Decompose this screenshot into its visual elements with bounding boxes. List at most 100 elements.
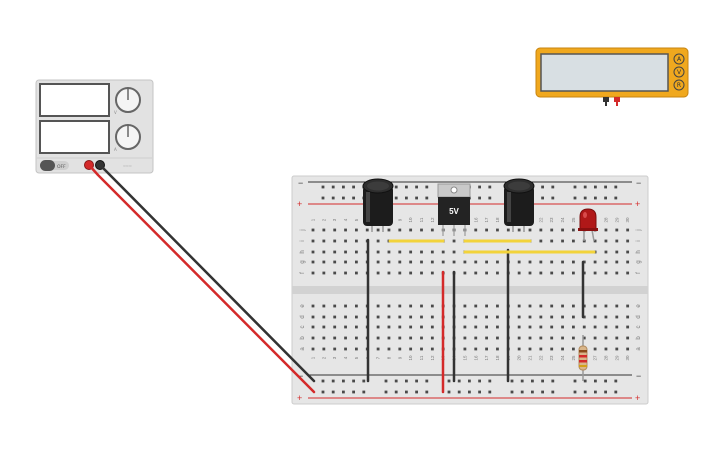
breadboard-hole[interactable] xyxy=(409,325,413,329)
breadboard-hole[interactable] xyxy=(398,325,402,329)
breadboard-hole[interactable] xyxy=(488,185,492,189)
breadboard-hole[interactable] xyxy=(531,379,534,383)
breadboard-hole[interactable] xyxy=(355,228,358,232)
breadboard-hole[interactable] xyxy=(539,239,543,243)
breadboard-hole[interactable] xyxy=(415,196,418,200)
breadboard-hole[interactable] xyxy=(528,260,532,264)
breadboard-hole[interactable] xyxy=(344,250,347,254)
multimeter[interactable]: A V R xyxy=(535,47,689,106)
breadboard-hole[interactable] xyxy=(583,185,587,189)
breadboard-hole[interactable] xyxy=(604,336,608,340)
breadboard-hole[interactable] xyxy=(333,325,337,329)
breadboard-hole[interactable] xyxy=(593,336,597,340)
breadboard-hole[interactable] xyxy=(322,315,326,319)
breadboard-hole[interactable] xyxy=(452,239,456,243)
breadboard-hole[interactable] xyxy=(365,228,369,232)
breadboard-hole[interactable] xyxy=(528,325,532,329)
breadboard-hole[interactable] xyxy=(430,336,434,340)
breadboard-hole[interactable] xyxy=(488,196,492,200)
breadboard-hole[interactable] xyxy=(604,185,607,189)
breadboard-hole[interactable] xyxy=(539,347,543,351)
breadboard-hole[interactable] xyxy=(604,271,608,275)
breadboard-hole[interactable] xyxy=(572,336,575,340)
breadboard-hole[interactable] xyxy=(561,228,564,232)
breadboard-hole[interactable] xyxy=(528,228,532,232)
breadboard-hole[interactable] xyxy=(550,260,554,264)
breadboard-hole[interactable] xyxy=(474,304,478,308)
breadboard-hole[interactable] xyxy=(517,336,521,340)
breadboard-hole[interactable] xyxy=(593,239,597,243)
breadboard-hole[interactable] xyxy=(311,325,315,329)
breadboard-hole[interactable] xyxy=(463,347,467,351)
breadboard-hole[interactable] xyxy=(506,228,510,232)
breadboard-hole[interactable] xyxy=(572,271,575,275)
breadboard-hole[interactable] xyxy=(322,336,326,340)
breadboard-hole[interactable] xyxy=(430,347,434,351)
breadboard-hole[interactable] xyxy=(615,239,619,243)
breadboard-hole[interactable] xyxy=(322,347,326,351)
breadboard-hole[interactable] xyxy=(387,304,391,308)
breadboard-hole[interactable] xyxy=(517,271,521,275)
breadboard-hole[interactable] xyxy=(572,260,575,264)
breadboard-hole[interactable] xyxy=(376,260,380,264)
voltage-regulator[interactable]: 5V xyxy=(437,183,471,236)
breadboard-hole[interactable] xyxy=(344,260,347,264)
breadboard-hole[interactable] xyxy=(420,228,423,232)
capacitor-2[interactable] xyxy=(503,178,535,232)
breadboard-hole[interactable] xyxy=(387,325,391,329)
breadboard-hole[interactable] xyxy=(342,379,345,383)
breadboard-hole[interactable] xyxy=(520,379,524,383)
breadboard-hole[interactable] xyxy=(447,390,451,394)
breadboard-hole[interactable] xyxy=(333,336,337,340)
breadboard-hole[interactable] xyxy=(352,390,355,394)
breadboard-hole[interactable] xyxy=(344,239,347,243)
breadboard-hole[interactable] xyxy=(398,271,402,275)
breadboard-hole[interactable] xyxy=(615,325,619,329)
breadboard-hole[interactable] xyxy=(488,379,492,383)
breadboard-hole[interactable] xyxy=(594,196,597,200)
breadboard-hole[interactable] xyxy=(420,250,423,254)
breadboard-hole[interactable] xyxy=(405,196,408,200)
breadboard-hole[interactable] xyxy=(463,260,467,264)
breadboard-hole[interactable] xyxy=(626,325,630,329)
breadboard-hole[interactable] xyxy=(550,271,554,275)
breadboard-hole[interactable] xyxy=(573,196,577,200)
breadboard-hole[interactable] xyxy=(430,304,434,308)
breadboard-hole[interactable] xyxy=(355,239,358,243)
breadboard-hole[interactable] xyxy=(626,228,630,232)
breadboard-hole[interactable] xyxy=(626,304,630,308)
breadboard-hole[interactable] xyxy=(344,336,347,340)
breadboard-hole[interactable] xyxy=(510,390,514,394)
breadboard-hole[interactable] xyxy=(430,325,434,329)
breadboard-hole[interactable] xyxy=(398,336,402,340)
breadboard-hole[interactable] xyxy=(398,250,402,254)
breadboard-hole[interactable] xyxy=(474,260,478,264)
breadboard-hole[interactable] xyxy=(376,304,380,308)
breadboard-hole[interactable] xyxy=(311,239,315,243)
breadboard-hole[interactable] xyxy=(572,325,575,329)
breadboard-hole[interactable] xyxy=(594,390,597,394)
breadboard-hole[interactable] xyxy=(561,239,564,243)
breadboard-hole[interactable] xyxy=(355,325,358,329)
mode-ammeter-button[interactable] xyxy=(673,53,685,65)
breadboard-hole[interactable] xyxy=(344,228,347,232)
breadboard-hole[interactable] xyxy=(311,315,315,319)
breadboard-hole[interactable] xyxy=(405,185,408,189)
breadboard-hole[interactable] xyxy=(539,315,543,319)
breadboard-hole[interactable] xyxy=(528,315,532,319)
breadboard-hole[interactable] xyxy=(626,260,630,264)
breadboard-hole[interactable] xyxy=(517,228,521,232)
breadboard-hole[interactable] xyxy=(342,196,345,200)
breadboard-hole[interactable] xyxy=(478,185,481,189)
breadboard-hole[interactable] xyxy=(604,304,608,308)
breadboard-hole[interactable] xyxy=(344,315,347,319)
breadboard-hole[interactable] xyxy=(614,390,618,394)
breadboard-hole[interactable] xyxy=(352,185,355,189)
breadboard-hole[interactable] xyxy=(409,260,413,264)
breadboard-hole[interactable] xyxy=(333,250,337,254)
breadboard-hole[interactable] xyxy=(344,271,347,275)
breadboard-hole[interactable] xyxy=(550,315,554,319)
breadboard-hole[interactable] xyxy=(604,250,608,254)
breadboard-hole[interactable] xyxy=(604,196,607,200)
breadboard-hole[interactable] xyxy=(311,271,315,275)
